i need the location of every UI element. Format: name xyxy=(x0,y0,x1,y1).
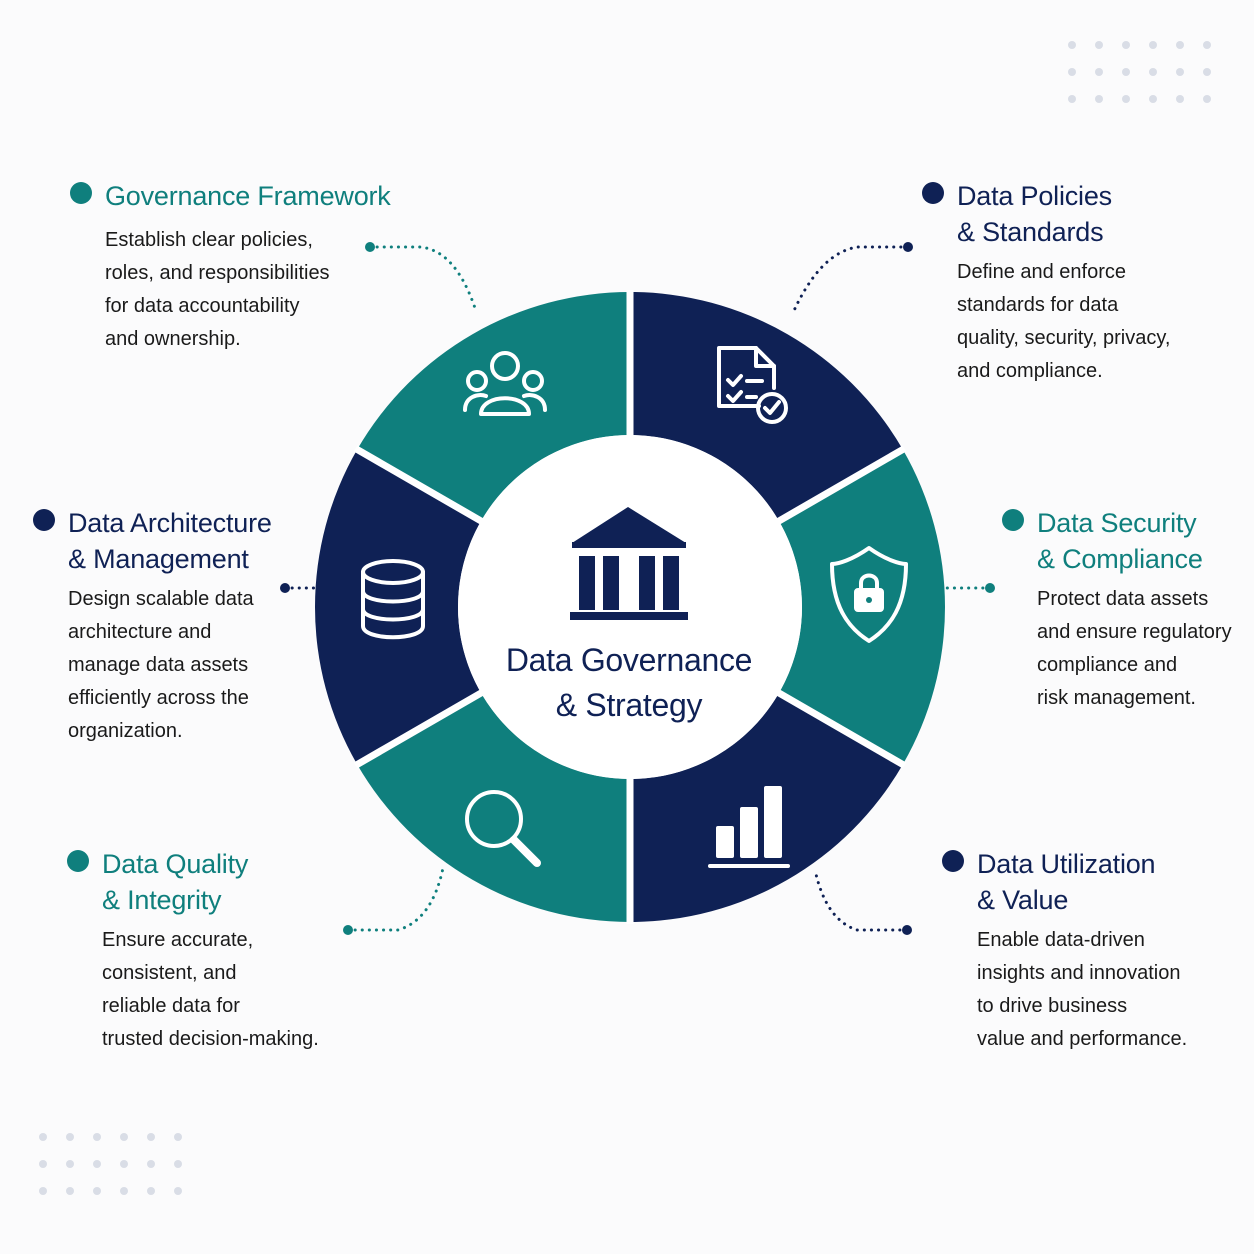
decor-dot xyxy=(1095,95,1103,103)
decor-dot xyxy=(93,1133,101,1141)
decor-dot xyxy=(174,1187,182,1195)
connector-end-dot xyxy=(985,583,995,593)
decor-dot xyxy=(120,1187,128,1195)
ring-segment-data-policies xyxy=(630,292,903,521)
callout-title: Data Architecture & Management xyxy=(68,508,272,574)
callout-description: Design scalable data architecture and ma… xyxy=(68,588,254,742)
dotted-connector xyxy=(346,866,445,932)
connector-end-dot xyxy=(365,242,375,252)
dot-grid-bottom-left xyxy=(39,1133,182,1195)
decor-dot xyxy=(39,1133,47,1141)
decor-dot xyxy=(1203,95,1211,103)
decor-dot xyxy=(1176,41,1184,49)
callout-governance-framework: Governance Framework Establish clear pol… xyxy=(70,178,430,356)
decor-dot xyxy=(1149,41,1157,49)
center-title: Data Governance & Strategy xyxy=(505,642,753,723)
connector-end-dot xyxy=(903,242,913,252)
callout-description: Enable data-driven insights and innovati… xyxy=(977,929,1188,1050)
decor-dot xyxy=(174,1133,182,1141)
bullet-dot xyxy=(67,850,89,872)
decor-dot xyxy=(66,1187,74,1195)
callout-data-security: Data Security & Compliance Protect data … xyxy=(1002,505,1252,715)
callout-title: Data Quality & Integrity xyxy=(102,849,249,915)
magnifier-icon xyxy=(465,790,541,867)
decor-dot xyxy=(174,1160,182,1168)
segment-divider xyxy=(775,688,907,769)
callout-description: Define and enforce standards for data qu… xyxy=(957,261,1171,382)
database-icon xyxy=(361,559,425,640)
callout-data-architecture: Data Architecture & Management Design sc… xyxy=(33,505,353,748)
callout-description: Ensure accurate, consistent, and reliabl… xyxy=(102,929,319,1050)
decor-dot xyxy=(120,1133,128,1141)
decor-dot xyxy=(147,1187,155,1195)
decor-dot xyxy=(1122,68,1130,76)
segment-divider xyxy=(353,445,485,526)
decor-dot xyxy=(1122,95,1130,103)
callout-title: Data Security & Compliance xyxy=(1037,508,1203,574)
segment-divider xyxy=(353,688,485,769)
callout-title: Data Utilization & Value xyxy=(977,849,1156,915)
decor-dot xyxy=(1068,68,1076,76)
ring-segment-data-architecture xyxy=(315,449,482,765)
people-group-icon xyxy=(463,351,547,416)
decor-dot xyxy=(1095,41,1103,49)
dotted-connector xyxy=(813,868,909,932)
government-building-icon xyxy=(570,507,688,620)
dotted-connector xyxy=(790,245,910,317)
connector-end-dot xyxy=(902,925,912,935)
decor-dot xyxy=(93,1187,101,1195)
document-checklist-icon xyxy=(717,346,788,424)
decor-dot xyxy=(147,1133,155,1141)
decor-dot xyxy=(1203,68,1211,76)
bullet-dot xyxy=(1002,509,1024,531)
decor-dot xyxy=(1122,41,1130,49)
ring-segment-governance-framework xyxy=(357,292,630,521)
decor-dot xyxy=(1095,68,1103,76)
callout-data-utilization: Data Utilization & Value Enable data-dri… xyxy=(942,846,1232,1056)
decor-dot xyxy=(66,1133,74,1141)
callout-description: Establish clear policies, roles, and res… xyxy=(105,229,330,350)
decor-dot xyxy=(1068,41,1076,49)
segment-divider xyxy=(775,445,907,526)
bullet-dot xyxy=(33,509,55,531)
decor-dot xyxy=(39,1160,47,1168)
shield-lock-icon xyxy=(830,546,908,643)
bullet-dot xyxy=(942,850,964,872)
connector-end-dot xyxy=(280,583,290,593)
decor-dot xyxy=(1203,41,1211,49)
callout-title: Data Policies & Standards xyxy=(957,181,1112,247)
callout-data-policies: Data Policies & Standards Define and enf… xyxy=(922,178,1242,388)
dot-grid-top-right xyxy=(1068,41,1211,103)
decor-dot xyxy=(1149,95,1157,103)
bar-chart-icon xyxy=(708,786,790,868)
bullet-dot xyxy=(70,182,92,204)
callout-data-quality: Data Quality & Integrity Ensure accurate… xyxy=(67,846,387,1056)
center-circle xyxy=(458,435,802,779)
decor-dot xyxy=(120,1160,128,1168)
dotted-connector xyxy=(368,245,477,310)
decor-dot xyxy=(1149,68,1157,76)
decor-dot xyxy=(1176,68,1184,76)
bullet-dot xyxy=(922,182,944,204)
connector-end-dot xyxy=(343,925,353,935)
decor-dot xyxy=(1176,95,1184,103)
decor-dot xyxy=(1068,95,1076,103)
decor-dot xyxy=(66,1160,74,1168)
callout-title: Governance Framework xyxy=(105,181,391,211)
decor-dot xyxy=(147,1160,155,1168)
decor-dot xyxy=(39,1187,47,1195)
decor-dot xyxy=(93,1160,101,1168)
ring-segment-data-quality xyxy=(357,693,630,922)
callout-description: Protect data assets and ensure regulator… xyxy=(1037,588,1232,709)
